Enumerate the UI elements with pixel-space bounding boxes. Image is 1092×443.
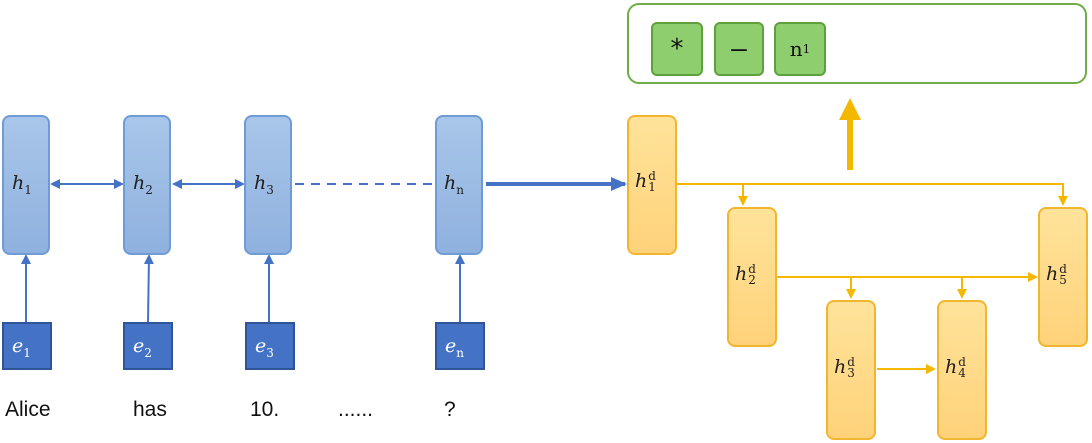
decoder-cell-h5d [1038, 207, 1088, 347]
decoder-cell-h1d [627, 115, 677, 255]
encoder-cell-h3 [244, 115, 292, 255]
input-word-question: ? [444, 398, 456, 421]
encoder-cell-hn [435, 115, 483, 255]
embedding-en [435, 322, 485, 370]
embedding-e1 [2, 322, 52, 370]
edge-h2d-h4d [851, 276, 967, 299]
label-h3: h3 [254, 172, 274, 197]
input-word-ellipsis: ...... [338, 398, 374, 421]
edge-h2d-h3d [777, 276, 856, 299]
input-word-alice: Alice [5, 398, 51, 421]
embedding-e3 [245, 322, 295, 370]
label-e3: e3 [255, 335, 274, 360]
arrow-e2-h2 [143, 254, 154, 323]
input-word-has: has [133, 398, 167, 421]
output-arrow-head [839, 98, 861, 120]
decoder-cell-h2d [727, 207, 777, 347]
label-h2: h2 [133, 172, 153, 197]
label-e1: e1 [12, 335, 31, 360]
label-h1: h1 [12, 172, 32, 197]
decoder-cell-h4d [937, 300, 987, 440]
output-token-minus: – [714, 22, 764, 76]
edge-h1d-h2d [677, 183, 748, 206]
encoder-cell-h2 [123, 115, 171, 255]
edge-h1d-h5d [743, 183, 1068, 206]
decoder-cell-h3d [826, 300, 876, 440]
input-word-10: 10. [250, 398, 280, 421]
embedding-e2 [123, 322, 173, 370]
encoder-cell-h1 [2, 115, 50, 255]
label-e2: e2 [133, 335, 152, 360]
label-hn: hn [444, 172, 464, 197]
output-token-multiply: * [651, 22, 703, 76]
label-en: en [445, 335, 464, 360]
